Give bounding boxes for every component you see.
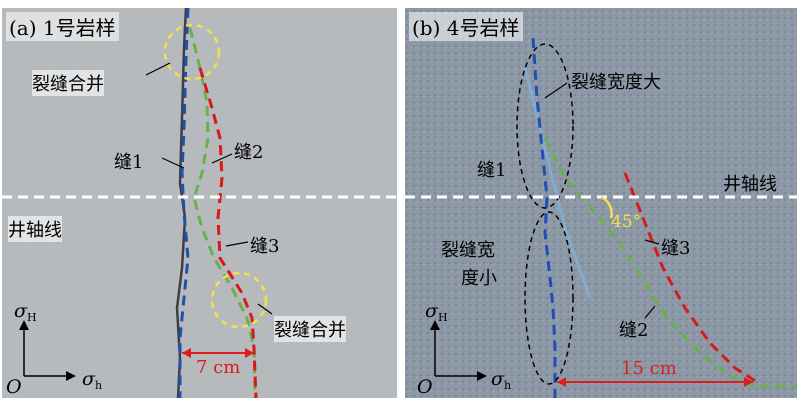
merge-circle-bottom [210,271,268,329]
leader-crack2 [211,153,233,164]
leader-crack3 [644,239,660,245]
crack3-trace [198,67,258,398]
sigma-h-arrowhead [477,371,487,381]
label-crack2: 缝2 [234,142,264,163]
sigma-H-arrowhead [430,320,440,330]
crack-overlay-4 [405,8,797,398]
label-crack3: 缝3 [661,238,691,259]
label-crack3: 缝3 [250,236,280,257]
origin-label: O [6,376,22,398]
label-merge-bottom: 裂缝合并 [274,316,346,342]
label-merge-top: 裂缝合并 [32,70,104,96]
sigma-h-arrowhead [66,371,76,381]
crack2-trace [543,137,797,388]
sigma-H-label: σH [425,300,448,324]
crack1-trace [531,37,557,398]
angle-arc [600,195,613,219]
width-arrow-right [245,348,254,358]
width-label: 15 cm [621,358,677,379]
label-wide-fracture: 裂缝宽度大 [571,72,661,93]
label-narrow-line2: 度小 [461,268,497,289]
rock-surface [405,8,797,398]
wide-ellipse [516,43,574,209]
leader-wide [544,82,568,99]
panel-b-title: (b) 4号岩样 [409,12,523,41]
sigma-h-label: σh [491,368,512,392]
crack3-trace [623,172,761,386]
specimen-photo-1: (a) 1号岩样 裂缝合并 缝1 缝2 井轴线 缝3 裂缝合并 7 cm σH … [2,8,397,398]
label-well-axis: 井轴线 [723,174,777,195]
label-well-axis: 井轴线 [8,216,62,242]
narrow-ellipse [524,211,574,385]
light-streak [523,67,592,299]
merge-circle-top [163,23,221,81]
angle-label: 45° [611,212,642,232]
leader-crack3 [225,241,249,247]
leader-crack1 [161,157,185,169]
width-label: 7 cm [196,357,241,378]
label-crack2: 缝2 [619,320,649,341]
crack2-trace [188,27,257,398]
origin-label: O [417,376,433,398]
label-crack1: 缝1 [477,160,507,181]
width-arrow-left [557,377,566,387]
label-narrow-line1: 裂缝宽 [441,240,495,261]
leader-merge-bottom [257,303,273,315]
leader-merge-top [145,62,171,76]
sigma-H-label: σH [14,300,37,324]
label-crack1: 缝1 [114,152,144,173]
specimen-photo-4: (b) 4号岩样 裂缝宽度大 缝1 井轴线 裂缝宽 度小 45° 缝3 缝2 1… [405,8,797,398]
leader-crack2 [644,305,656,319]
width-arrow-left [182,348,191,358]
crack1-trace [178,8,190,398]
panel-a-title: (a) 1号岩样 [6,12,119,41]
sigma-H-arrowhead [19,320,29,330]
width-arrow-right [744,377,753,387]
sigma-h-label: σh [82,368,103,392]
